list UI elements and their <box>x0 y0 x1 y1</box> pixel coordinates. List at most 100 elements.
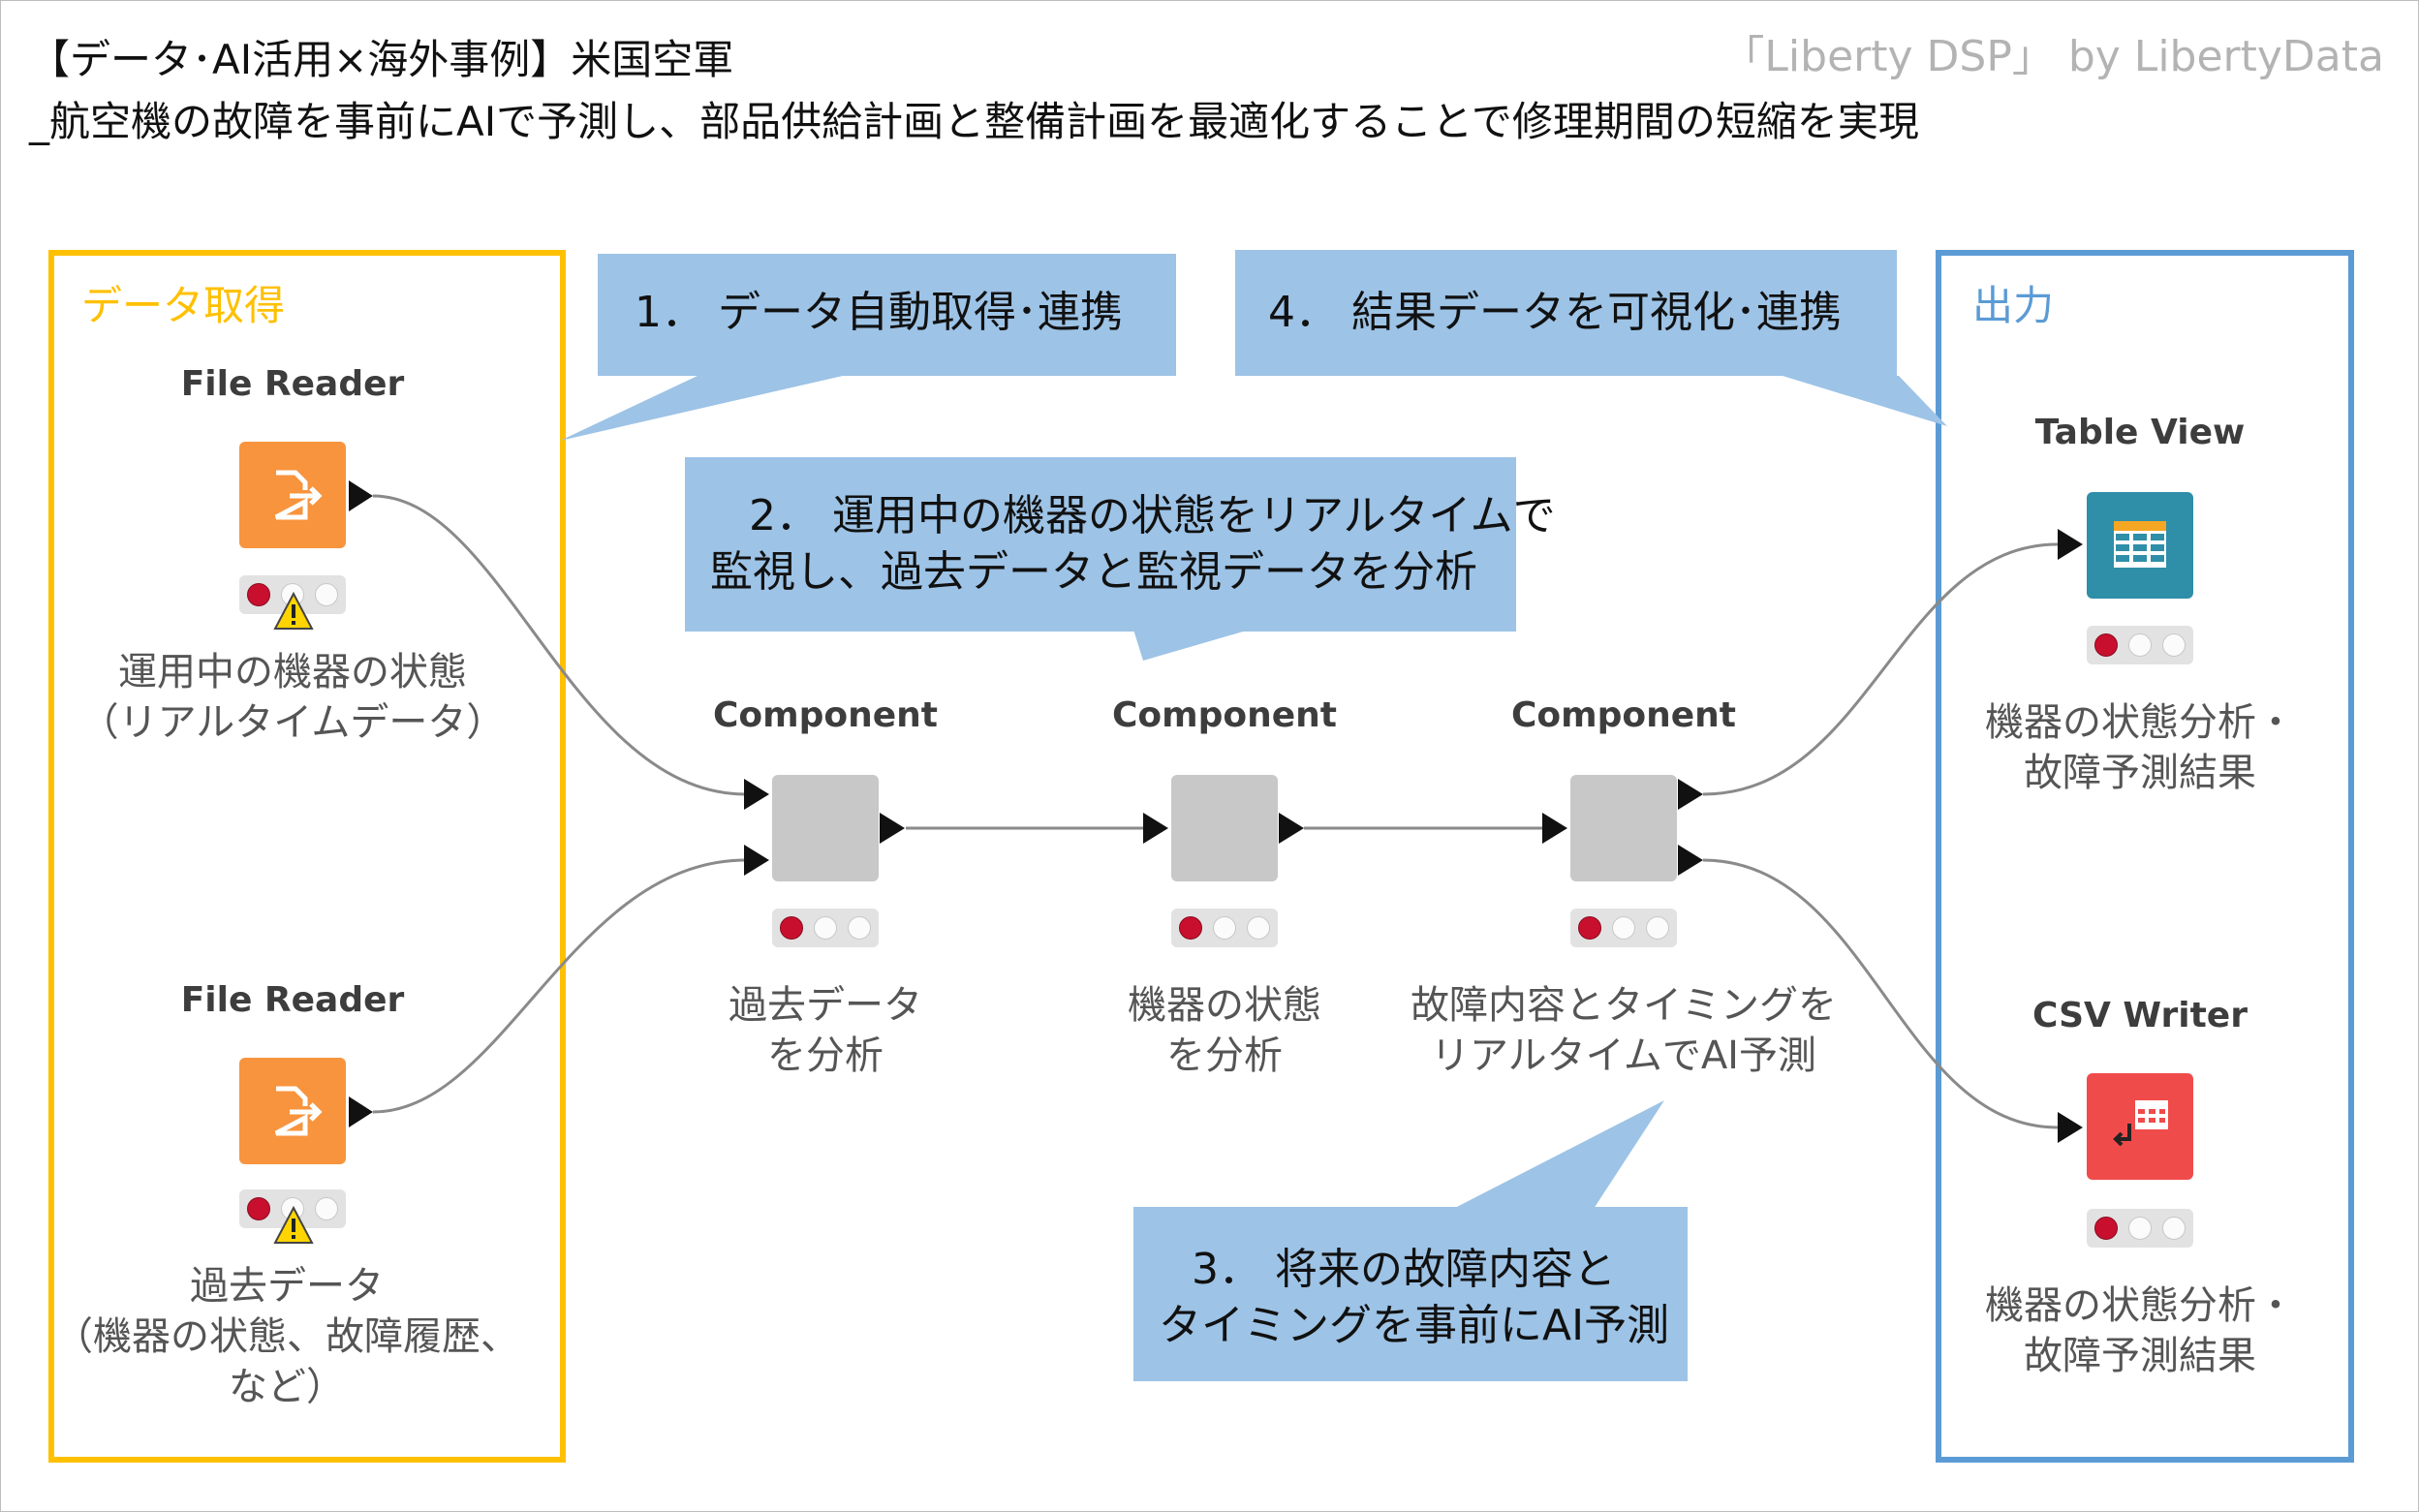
status-green-light <box>848 916 871 940</box>
component1-in-port-1[interactable] <box>744 779 769 810</box>
warning-icon <box>273 591 314 630</box>
table-view-title: Table View <box>2034 413 2246 452</box>
status-green-light <box>2162 1217 2186 1240</box>
file-reader-1-desc-line1: 運用中の機器の状態 <box>118 650 467 694</box>
status-red-light <box>1179 916 1202 940</box>
status-green-light <box>1646 916 1669 940</box>
file-reader-2-desc-line3: など） <box>229 1365 345 1409</box>
table-view-desc-line2: 故障予測結果 <box>2024 751 2256 795</box>
table-view-desc: 機器の状態分析・ 故障予測結果 <box>1985 697 2295 798</box>
output-group <box>1936 250 2354 1463</box>
warning-icon <box>273 1205 314 1244</box>
table-view-node[interactable] <box>2087 492 2193 599</box>
file-reader-1-desc-line2: （リアルタイムデータ） <box>79 700 506 745</box>
callout-data-acquisition: 1． データ自動取得･連携 <box>598 254 1176 376</box>
reader1-out-port[interactable] <box>349 480 373 511</box>
component-1-status <box>772 909 879 947</box>
page-subtitle: _航空機の故障を事前にAIで予測し、部品供給計画と整備計画を最適化することで修理… <box>29 98 1919 145</box>
callout-3-line2: タイミングを事前にAI予測 <box>1159 1301 1670 1350</box>
status-red-light <box>2094 1217 2118 1240</box>
component-3-node[interactable] <box>1570 775 1677 881</box>
csv-writer-node[interactable] <box>2087 1073 2193 1180</box>
file-reader-2-node[interactable] <box>239 1058 346 1164</box>
table-view-status <box>2087 626 2193 664</box>
file-reader-1-node[interactable] <box>239 442 346 548</box>
link-reader2-to-component1 <box>372 858 747 1114</box>
callout-4-tail <box>1783 376 1947 426</box>
component2-out-port[interactable] <box>1279 813 1304 844</box>
component-1-title: Component <box>712 695 939 735</box>
status-green-light <box>315 583 338 606</box>
component-2-title: Component <box>1111 695 1338 735</box>
table-view-desc-line1: 機器の状態分析・ <box>1985 700 2295 745</box>
csv-writer-title: CSV Writer <box>2032 996 2248 1035</box>
callout-1-text: 1． データ自動取得･連携 <box>635 288 1123 337</box>
status-green-light <box>2162 633 2186 657</box>
callout-1-tail <box>560 376 843 441</box>
page-title: 【データ･AI活用×海外事例】米国空軍 <box>29 36 734 83</box>
status-green-light <box>1247 916 1270 940</box>
status-yellow-light <box>814 916 837 940</box>
callout-visualization: 4． 結果データを可視化･連携 <box>1235 250 1897 376</box>
brand-label: 「Liberty DSP」 by LibertyData <box>1721 32 2384 81</box>
csv-writer-desc-line2: 故障予測結果 <box>2024 1334 2256 1378</box>
csv-writer-desc-line1: 機器の状態分析・ <box>1985 1283 2295 1328</box>
callout-2-line2: 監視し、過去データと監視データを分析 <box>710 547 1477 597</box>
component-1-node[interactable] <box>772 775 879 881</box>
component-3-title: Component <box>1510 695 1737 735</box>
data-acquisition-title: データ取得 <box>81 282 286 329</box>
status-green-light <box>315 1197 338 1220</box>
file-reader-2-desc: 過去データ （機器の状態、故障履歴、 など） <box>54 1261 519 1412</box>
component-1-desc-line2: を分析 <box>767 1034 884 1078</box>
link-component3-to-csvwriter <box>1702 858 2059 1129</box>
status-red-light <box>780 916 803 940</box>
callout-4-text: 4． 結果データを可視化･連携 <box>1268 288 1842 337</box>
component3-out-port-2[interactable] <box>1678 845 1703 876</box>
component-2-node[interactable] <box>1171 775 1278 881</box>
csvwriter-in-port[interactable] <box>2058 1112 2083 1143</box>
status-red-light <box>2094 633 2118 657</box>
file-reader-2-title: File Reader <box>180 980 405 1020</box>
component-2-status <box>1171 909 1278 947</box>
file-reader-2-desc-line1: 過去データ <box>190 1264 384 1309</box>
file-reader-2-desc-line2: （機器の状態、故障履歴、 <box>54 1314 519 1359</box>
component2-in-port[interactable] <box>1143 813 1168 844</box>
component-3-status <box>1570 909 1677 947</box>
csv-writer-desc: 機器の状態分析・ 故障予測結果 <box>1985 1281 2295 1381</box>
csv-writer-icon <box>2113 1100 2168 1147</box>
component3-out-port-1[interactable] <box>1678 779 1703 810</box>
callout-2-line1: 2． 運用中の機器の状態をリアルタイムで <box>749 491 1556 540</box>
status-yellow-light <box>1612 916 1635 940</box>
component-2-desc-line2: を分析 <box>1166 1034 1283 1078</box>
output-title: 出力 <box>1972 282 2055 329</box>
component-2-desc-line1: 機器の状態 <box>1128 983 1321 1028</box>
component-3-desc-line2: リアルタイムでAI予測 <box>1431 1034 1816 1078</box>
status-red-light <box>247 1197 270 1220</box>
file-reader-icon <box>274 1086 323 1136</box>
callout-3-tail <box>1453 1100 1664 1209</box>
file-reader-icon <box>274 470 323 520</box>
component1-out-port[interactable] <box>880 813 905 844</box>
callout-prediction: 3． 将来の故障内容と タイミングを事前にAI予測 <box>1133 1207 1688 1381</box>
status-yellow-light <box>2128 1217 2152 1240</box>
status-yellow-light <box>1213 916 1236 940</box>
component-1-desc-line1: 過去データ <box>729 983 922 1028</box>
callout-3-line1: 3． 将来の故障内容と <box>1192 1245 1616 1294</box>
component-2-desc: 機器の状態 を分析 <box>1128 980 1321 1081</box>
data-acquisition-group <box>48 250 566 1463</box>
link-reader1-to-component1 <box>372 494 747 796</box>
component1-in-port-2[interactable] <box>744 845 769 876</box>
status-red-light <box>1578 916 1601 940</box>
component-1-desc: 過去データ を分析 <box>729 980 922 1081</box>
status-red-light <box>247 583 270 606</box>
component-3-desc-line1: 故障内容とタイミングを <box>1411 983 1837 1028</box>
component-3-desc: 故障内容とタイミングを リアルタイムでAI予測 <box>1411 980 1837 1081</box>
reader2-out-port[interactable] <box>349 1096 373 1127</box>
tableview-in-port[interactable] <box>2058 529 2083 560</box>
file-reader-1-desc: 運用中の機器の状態 （リアルタイムデータ） <box>80 647 506 748</box>
table-icon <box>2114 521 2166 568</box>
callout-2-tail <box>1133 630 1250 661</box>
component3-in-port[interactable] <box>1542 813 1567 844</box>
file-reader-1-title: File Reader <box>180 364 405 404</box>
